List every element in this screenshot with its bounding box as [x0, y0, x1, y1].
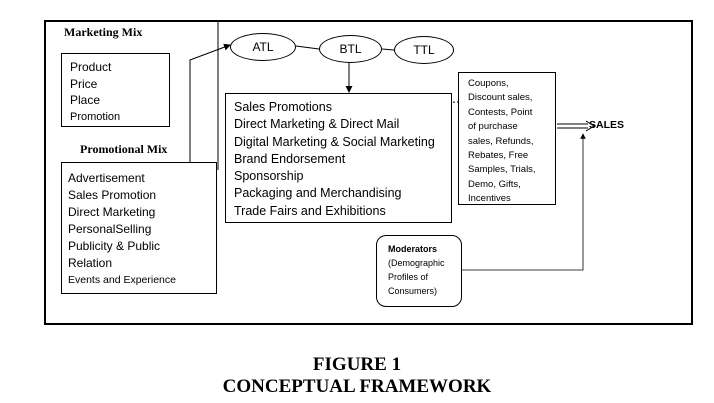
marketing-mix-title: Marketing Mix	[64, 25, 143, 39]
tools-item: Coupons,	[468, 78, 509, 89]
moderators-title: Moderators	[388, 244, 438, 254]
atl-to-btl-connector	[295, 45, 320, 50]
marketing-mix-item: Price	[70, 76, 98, 91]
diagram-frame	[44, 20, 693, 325]
tools-item: sales, Refunds,	[468, 135, 534, 147]
ttl-node: TTL	[394, 36, 454, 64]
promotional-mix-item: Events and Experience	[68, 274, 176, 286]
btl-activity-item: Direct Marketing & Direct Mail	[234, 117, 400, 132]
tools-item: Rebates, Free	[468, 150, 529, 162]
atl-node: ATL	[230, 33, 296, 61]
btl-activity-item: Packaging and Merchandising	[234, 186, 402, 201]
promotional-mix-box: Advertisement Sales Promotion Direct Mar…	[61, 162, 217, 294]
tools-item: Discount sales,	[468, 92, 533, 104]
marketing-mix-item: Promotion	[70, 110, 121, 123]
moderators-line: Profiles of	[388, 272, 429, 282]
tools-item: Samples, Trials,	[468, 164, 536, 176]
sales-promotion-tools-box: Coupons, Discount sales, Contests, Point…	[458, 72, 556, 205]
moderators-line: (Demographic	[388, 258, 445, 268]
figure-title: CONCEPTUAL FRAMEWORK	[222, 376, 492, 397]
tools-item: of purchase	[468, 121, 518, 133]
btl-activity-item: Brand Endorsement	[234, 151, 346, 166]
promotional-mix-title: Promotional Mix	[80, 142, 168, 156]
btl-activity-item: Digital Marketing & Social Marketing	[234, 134, 435, 149]
figure-number: FIGURE 1	[312, 354, 402, 375]
btl-activity-item: Sales Promotions	[234, 100, 332, 114]
tools-to-sales-arrow-head	[585, 120, 595, 132]
promotional-mix-item: Publicity & Public	[68, 239, 161, 253]
promotional-mix-item: Advertisement	[68, 171, 145, 185]
moderators-line: Consumers)	[388, 286, 438, 296]
promotional-mix-item: Direct Marketing	[68, 205, 156, 219]
moderators-to-sales-connector	[462, 133, 586, 271]
btl-node: BTL	[319, 35, 382, 63]
moderators-box: Moderators (Demographic Profiles of Cons…	[376, 235, 462, 307]
btl-to-ttl-connector	[381, 48, 395, 51]
promotional-mix-item: Sales Promotion	[68, 188, 157, 202]
sales-label: SALES	[589, 119, 625, 131]
btl-activity-item: Sponsorship	[234, 169, 304, 184]
marketing-mix-item: Product	[70, 60, 112, 74]
marketing-mix-box: Product Price Place Promotion	[61, 53, 170, 127]
promotional-mix-item: PersonalSelling	[68, 222, 152, 236]
tools-item: Incentives	[468, 193, 511, 205]
btl-activities-box: Sales Promotions Direct Marketing & Dire…	[225, 93, 452, 223]
marketing-mix-item: Place	[70, 93, 101, 107]
advertisement-to-atl-connector	[160, 43, 231, 182]
btl-activity-item: Trade Fairs and Exhibitions	[234, 203, 386, 218]
promotional-mix-item: Relation	[68, 256, 113, 270]
tools-item: Contests, Point	[468, 106, 533, 118]
tools-item: Demo, Gifts,	[468, 178, 521, 190]
